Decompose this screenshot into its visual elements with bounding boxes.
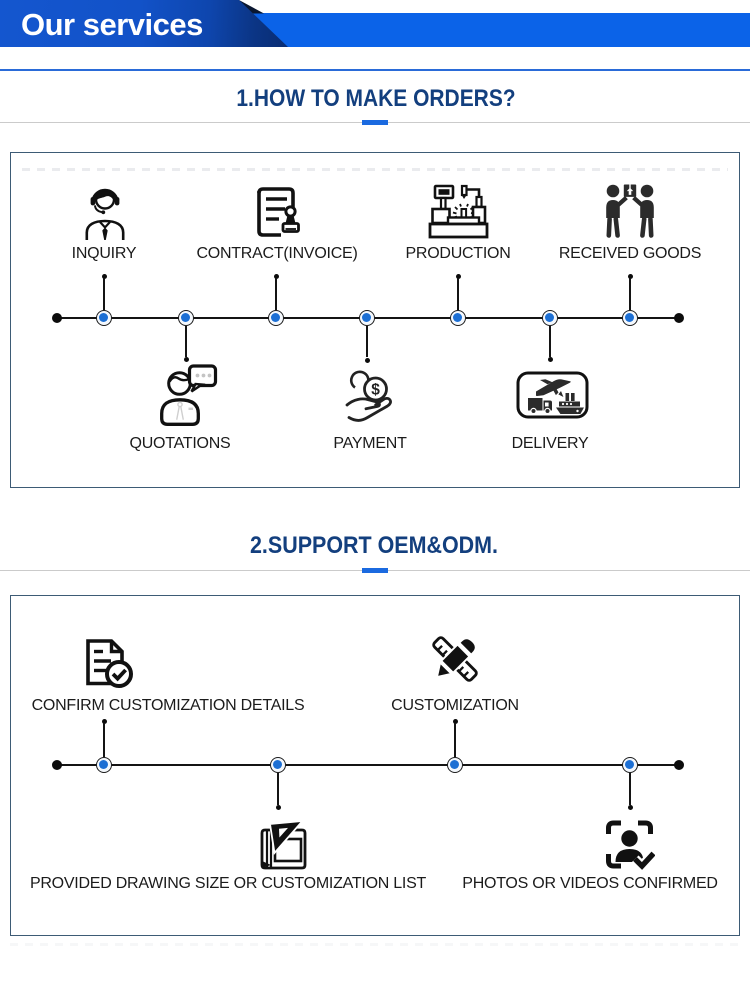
connector-dot — [627, 274, 633, 279]
texture-dashes-1 — [22, 168, 728, 171]
connector-line — [185, 326, 187, 357]
pencil-ruler-icon — [427, 631, 483, 687]
step-label-quotations: QUOTATIONS — [129, 435, 231, 452]
step-label-received-goods: RECEIVED GOODS — [558, 245, 702, 262]
connector-line — [457, 278, 459, 310]
step-label-payment: PAYMENT — [333, 435, 407, 452]
timeline-node-drawing — [269, 756, 286, 773]
timeline-end-dot — [52, 313, 62, 323]
section1-title: 1.HOW TO MAKE ORDERS? — [236, 85, 516, 112]
timeline-node-received — [621, 309, 638, 326]
timeline-node-payment — [358, 309, 375, 326]
timeline-node-inquiry — [95, 309, 112, 326]
connector-line — [103, 278, 105, 310]
banner-flag — [0, 0, 288, 47]
timeline-end-dot — [52, 760, 62, 770]
top-divider-line — [0, 69, 750, 71]
production-machine-icon — [428, 183, 489, 239]
connector-line — [629, 773, 631, 805]
contract-document-icon — [254, 185, 301, 237]
step-label-confirm-details: CONFIRM CUSTOMIZATION DETAILS — [31, 697, 305, 714]
timeline-end-dot — [674, 760, 684, 770]
step-label-contract: CONTRACT(INVOICE) — [196, 245, 358, 262]
step-label-inquiry: INQUIRY — [71, 245, 137, 262]
timeline-node-customization — [446, 756, 463, 773]
connector-dot — [455, 274, 461, 279]
photo-confirm-icon — [605, 819, 655, 872]
connector-line — [629, 278, 631, 310]
connector-line — [275, 278, 277, 310]
quotation-chat-person-icon — [159, 364, 218, 426]
drawing-board-icon — [258, 819, 308, 872]
timeline-2 — [57, 764, 679, 766]
connector-line — [277, 773, 279, 805]
section1-accent-tab — [362, 120, 388, 125]
step-label-customization: CUSTOMIZATION — [391, 697, 519, 714]
section2-accent-tab — [362, 568, 388, 573]
payment-hand-coin-icon: $ — [344, 370, 397, 422]
svg-text:$: $ — [371, 382, 380, 399]
connector-dot — [452, 719, 458, 724]
connector-line — [103, 723, 105, 757]
timeline-node-contract — [267, 309, 284, 326]
timeline-node-confirm — [95, 756, 112, 773]
connector-dot — [183, 357, 189, 362]
timeline-node-quotations — [177, 309, 194, 326]
timeline-end-dot — [674, 313, 684, 323]
step-label-production: PRODUCTION — [405, 245, 511, 262]
received-goods-people-icon — [603, 182, 657, 239]
connector-dot — [275, 805, 281, 810]
connector-dot — [364, 358, 370, 363]
texture-dashes-2 — [10, 943, 740, 946]
step-label-delivery: DELIVERY — [511, 435, 589, 452]
headset-agent-icon — [84, 183, 126, 241]
connector-line — [454, 723, 456, 757]
banner-title: Our services — [21, 7, 203, 42]
document-check-icon — [82, 637, 134, 690]
connector-dot — [101, 719, 107, 724]
delivery-transport-icon — [516, 371, 589, 419]
timeline-node-production — [449, 309, 466, 326]
connector-dot — [547, 357, 553, 362]
step-label-provided-drawing: PROVIDED DRAWING SIZE OR CUSTOMIZATION L… — [29, 875, 427, 892]
connector-dot — [101, 274, 107, 279]
section2-title: 2.SUPPORT OEM&ODM. — [249, 532, 499, 559]
timeline-node-photos — [621, 756, 638, 773]
timeline-node-delivery — [541, 309, 558, 326]
connector-line — [549, 326, 551, 357]
step-label-photos-confirmed: PHOTOS OR VIDEOS CONFIRMED — [462, 875, 718, 892]
connector-line — [366, 326, 368, 357]
connector-dot — [627, 805, 633, 810]
connector-dot — [273, 274, 279, 279]
